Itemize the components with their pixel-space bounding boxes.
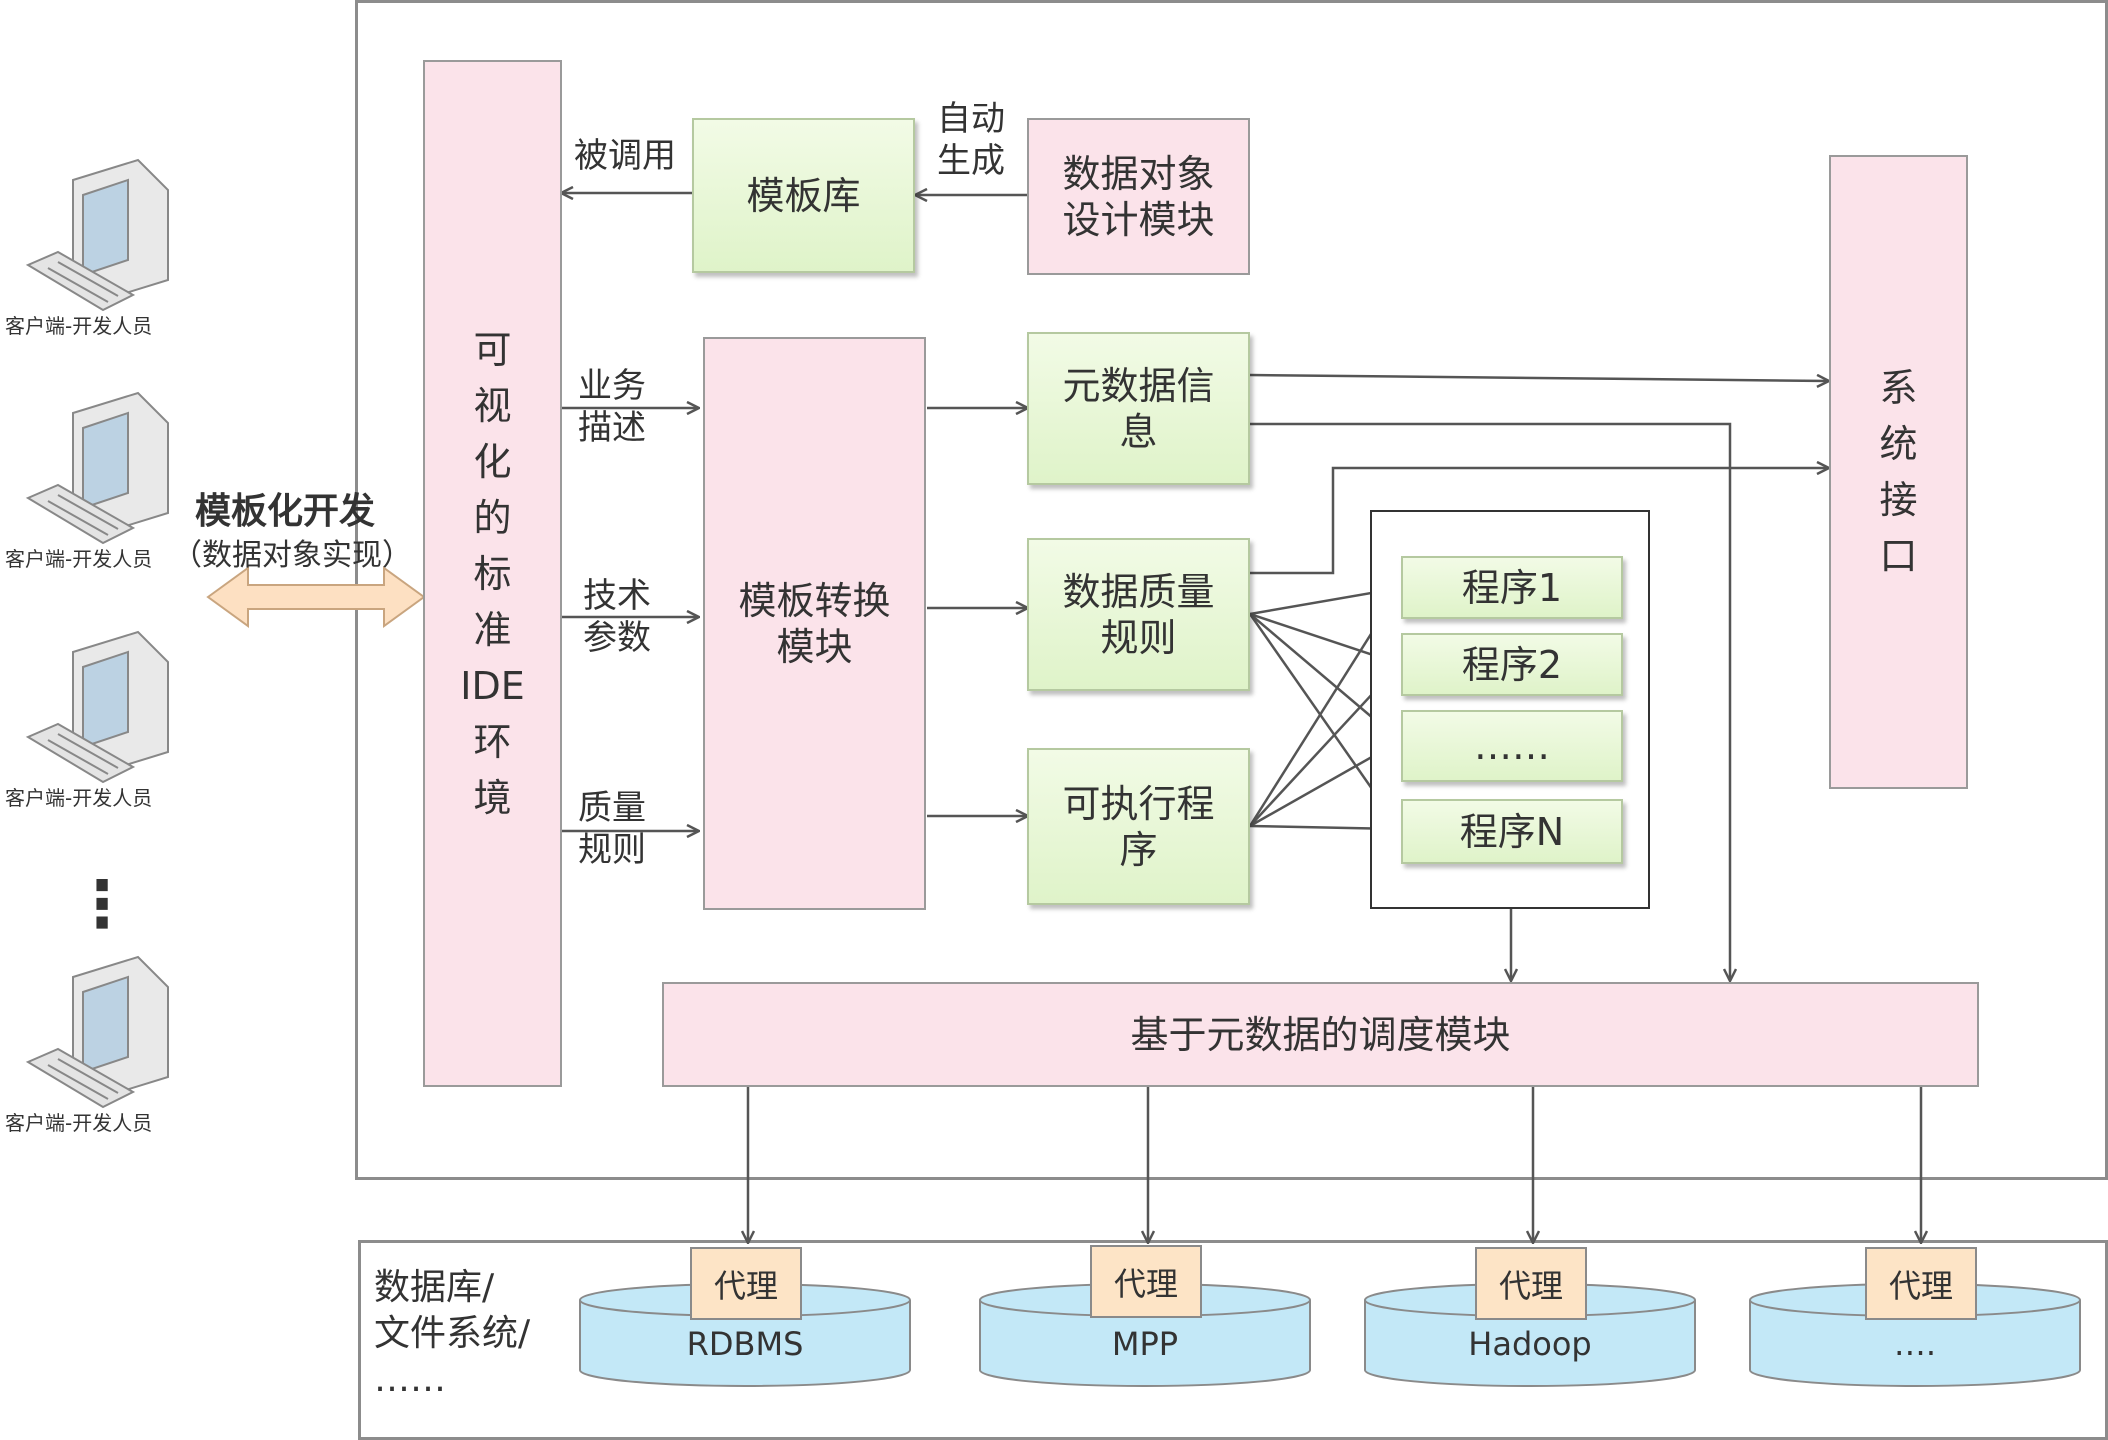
data-quality-rules-box: 数据质量 规则 [1027, 538, 1250, 691]
template-dev-title: 模板化开发 [195, 491, 376, 532]
computer-icon [25, 391, 169, 545]
proxy-box: 代理 [1865, 1247, 1977, 1320]
database-label: Hadoop [1468, 1325, 1592, 1363]
clients-ellipsis: ⋮ [70, 868, 134, 942]
database-cylinder-icon [1364, 1283, 1696, 1387]
edge-label-business-desc: 业务 描述 [578, 366, 646, 448]
storage-title: 数据库/ 文件系统/ …… [374, 1267, 531, 1400]
database-label: RDBMS [686, 1325, 804, 1363]
ide-label: 可 视 化 的 标 准 IDE 环 境 [460, 327, 525, 820]
template-library-box: 模板库 [692, 118, 915, 273]
data-object-design-box: 数据对象 设计模块 [1027, 118, 1250, 275]
edge-label-tech-params: 技术 参数 [583, 576, 651, 658]
client-label: 客户端-开发人员 [5, 786, 153, 810]
proxy-box: 代理 [1475, 1247, 1587, 1320]
computer-icon [25, 955, 169, 1109]
program-item: 程序N [1401, 799, 1623, 864]
system-interface-box: 系 统 接 口 [1829, 155, 1968, 789]
template-transform-box: 模板转换 模块 [703, 337, 926, 910]
arrow-metadata-to-interface [1249, 373, 1828, 381]
arrow-metadata-to-scheduler [1250, 422, 1730, 980]
system-interface-label: 系 统 接 口 [1879, 366, 1918, 578]
program-item: …… [1401, 710, 1623, 782]
computer-icon [25, 630, 169, 784]
client-label: 客户端-开发人员 [5, 547, 153, 571]
double-arrow-icon [206, 566, 426, 628]
program-item: 程序1 [1401, 556, 1623, 619]
proxy-box: 代理 [1090, 1245, 1202, 1318]
database-label: MPP [1111, 1325, 1179, 1363]
edge-label-quality-rules: 质量 规则 [578, 788, 646, 870]
proxy-box: 代理 [690, 1247, 802, 1320]
metadata-info-box: 元数据信 息 [1027, 332, 1250, 485]
edge-label-auto-generate: 自动 生成 [937, 99, 1005, 181]
template-dev-subtitle: （数据对象实现） [172, 538, 412, 573]
scheduler-box: 基于元数据的调度模块 [662, 982, 1979, 1087]
executable-program-box: 可执行程 序 [1027, 748, 1250, 905]
computer-icon [25, 158, 169, 312]
ide-box: 可 视 化 的 标 准 IDE 环 境 [423, 60, 562, 1087]
program-item: 程序2 [1401, 633, 1623, 696]
edge-label-called: 被调用 [574, 136, 676, 176]
database-label: …. [1893, 1325, 1937, 1363]
arrow-quality-to-interface [1250, 468, 1828, 575]
client-label: 客户端-开发人员 [5, 1111, 153, 1135]
client-label: 客户端-开发人员 [5, 314, 153, 338]
